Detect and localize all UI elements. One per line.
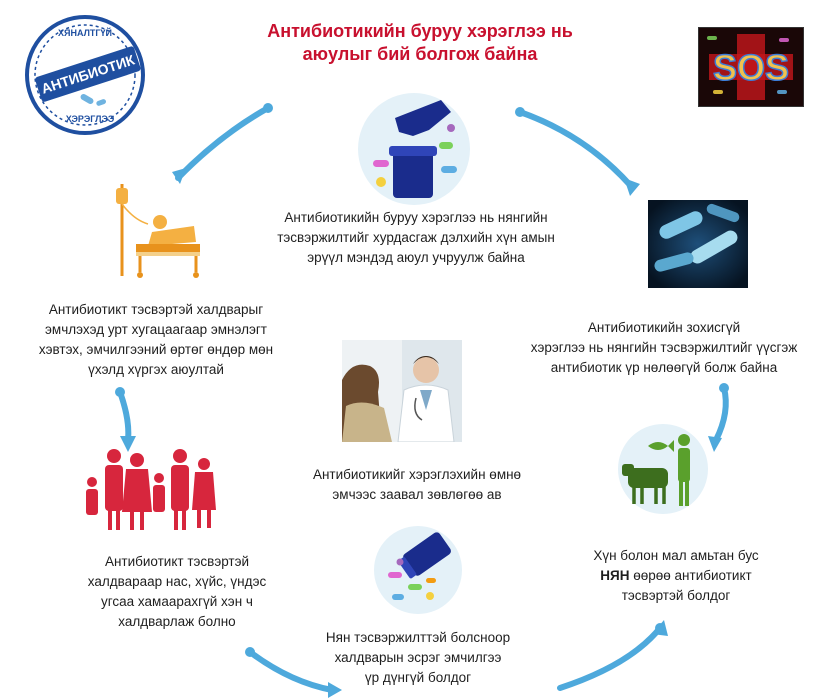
doctor-patient-icon (342, 340, 462, 443)
human-animal-image (618, 420, 708, 523)
arrow-head (172, 168, 186, 184)
right-top-text: Антибиотикийн зохисгүй хэрэглээ нь нянги… (522, 318, 806, 378)
pill-bottle-image (370, 522, 466, 623)
text-line: халдварлаж болно (118, 614, 236, 629)
hospital-bed-icon (116, 184, 200, 278)
text-line: угсаа хамаарахгүй хэн ч (101, 594, 253, 609)
page-title: Антибиотикийн буруу хэрэглээ нь аюулыг б… (230, 20, 610, 66)
hand-pills-icon (358, 93, 470, 205)
sos-image: SOS (698, 27, 804, 107)
arrow-head (652, 620, 668, 636)
text-line: Антибиотикийн зохисгүй (587, 320, 741, 335)
text-line: үхэлд хүргэх аюултай (88, 362, 224, 377)
bacteria-word: НЯН (600, 568, 630, 583)
stamp-arc-top: ХЯНАЛТГҮЙ (58, 27, 112, 38)
people-group-icon (86, 449, 216, 530)
arrow-head (708, 436, 722, 452)
text-line: Антибиотикт тэсвэртэй халдварыг (48, 302, 264, 317)
text-line: антибиотик үр нөлөөгүй болж байна (550, 360, 778, 375)
left-top-text: Антибиотикт тэсвэртэй халдварыг эмчлэхэд… (38, 300, 274, 380)
pill-bottle-icon (374, 526, 462, 614)
arc-top-right (517, 109, 633, 188)
text-line: Хүн болон мал амьтан бус (593, 548, 759, 563)
center-bottom-text: Нян тэсвэржилттэй болсноор халдварын эср… (318, 628, 518, 688)
human-animal-icon (618, 424, 708, 514)
text-line: тэсвэржилтийг хурдасгаж дэлхийн хүн амын (277, 230, 555, 245)
text-line: Антибиотикийн буруу хэрэглээ нь нянгийн (284, 210, 548, 225)
center-top-text: Антибиотикийн буруу хэрэглээ нь нянгийн … (246, 208, 586, 268)
stamp-arc-bottom: ХЭРЭГЛЭЭ (66, 114, 115, 124)
arc-dot (245, 647, 255, 657)
arc-dot (115, 387, 125, 397)
stamp-icon: АНТИБИОТИК ХЯНАЛТГҮЙ ХЭРЭГЛЭЭ (25, 15, 145, 135)
people-group-image (82, 442, 222, 537)
left-bottom-text: Антибиотикт тэсвэртэй халдвараар нас, хү… (60, 552, 294, 632)
arc-bottom-left (247, 649, 335, 693)
sos-text: SOS (713, 47, 789, 88)
arc-top-left (175, 105, 271, 181)
hospital-bed-image (108, 180, 204, 287)
right-bottom-text: Хүн болон мал амьтан бус НЯН өөрөө антиб… (560, 546, 792, 606)
text-line: хэрэглээ нь нянгийн тэсвэржилтийг үүсгэж (530, 340, 798, 355)
arc-left (117, 389, 132, 443)
bacteria-image (648, 200, 748, 288)
text-line: эмчлэхэд урт хугацаагаар эмнэлэгт (45, 322, 267, 337)
text-line: тэсвэртэй болдог (621, 588, 731, 603)
text-line: халдварын эсрэг эмчилгээ (334, 650, 502, 665)
hand-pills-image (355, 90, 473, 213)
text-line: хэвтэх, эмчилгээний өртөг өндөр мөн (38, 342, 274, 357)
sos-pills-icon: SOS (707, 34, 793, 100)
doctor-consultation-image (342, 340, 462, 443)
arc-dot (515, 107, 525, 117)
text-line: НЯН өөрөө антибиотикт (560, 566, 792, 586)
text-line: эмчээс заавал зөвлөгөө ав (332, 487, 502, 502)
text-span: өөрөө антибиотикт (629, 568, 752, 583)
arc-bottom-right (557, 625, 663, 691)
text-line: Антибиотикийг хэрэглэхийн өмнө (312, 467, 522, 482)
arc-right (713, 385, 729, 443)
center-mid-text: Антибиотикийг хэрэглэхийн өмнө эмчээс за… (300, 465, 534, 505)
text-line: эрүүл мэндэд аюул учруулж байна (307, 250, 525, 265)
arc-dot (719, 383, 729, 393)
text-line: Антибиотикт тэсвэртэй (104, 554, 250, 569)
arrow-head (120, 436, 136, 452)
bacteria-icon (648, 200, 748, 288)
arrow-head (624, 178, 640, 196)
antibiotic-stamp: АНТИБИОТИК ХЯНАЛТГҮЙ ХЭРЭГЛЭЭ (20, 10, 150, 140)
text-line: Нян тэсвэржилттэй болсноор (325, 630, 511, 645)
text-line: үр дүнгүй болдог (364, 670, 472, 685)
text-line: халдвараар нас, хүйс, үндэс (87, 574, 267, 589)
arc-dot (263, 103, 273, 113)
arrow-head (328, 682, 342, 698)
title-line-1: Антибиотикийн буруу хэрэглээ нь (267, 21, 573, 41)
title-line-2: аюулыг бий болгож байна (302, 44, 538, 64)
